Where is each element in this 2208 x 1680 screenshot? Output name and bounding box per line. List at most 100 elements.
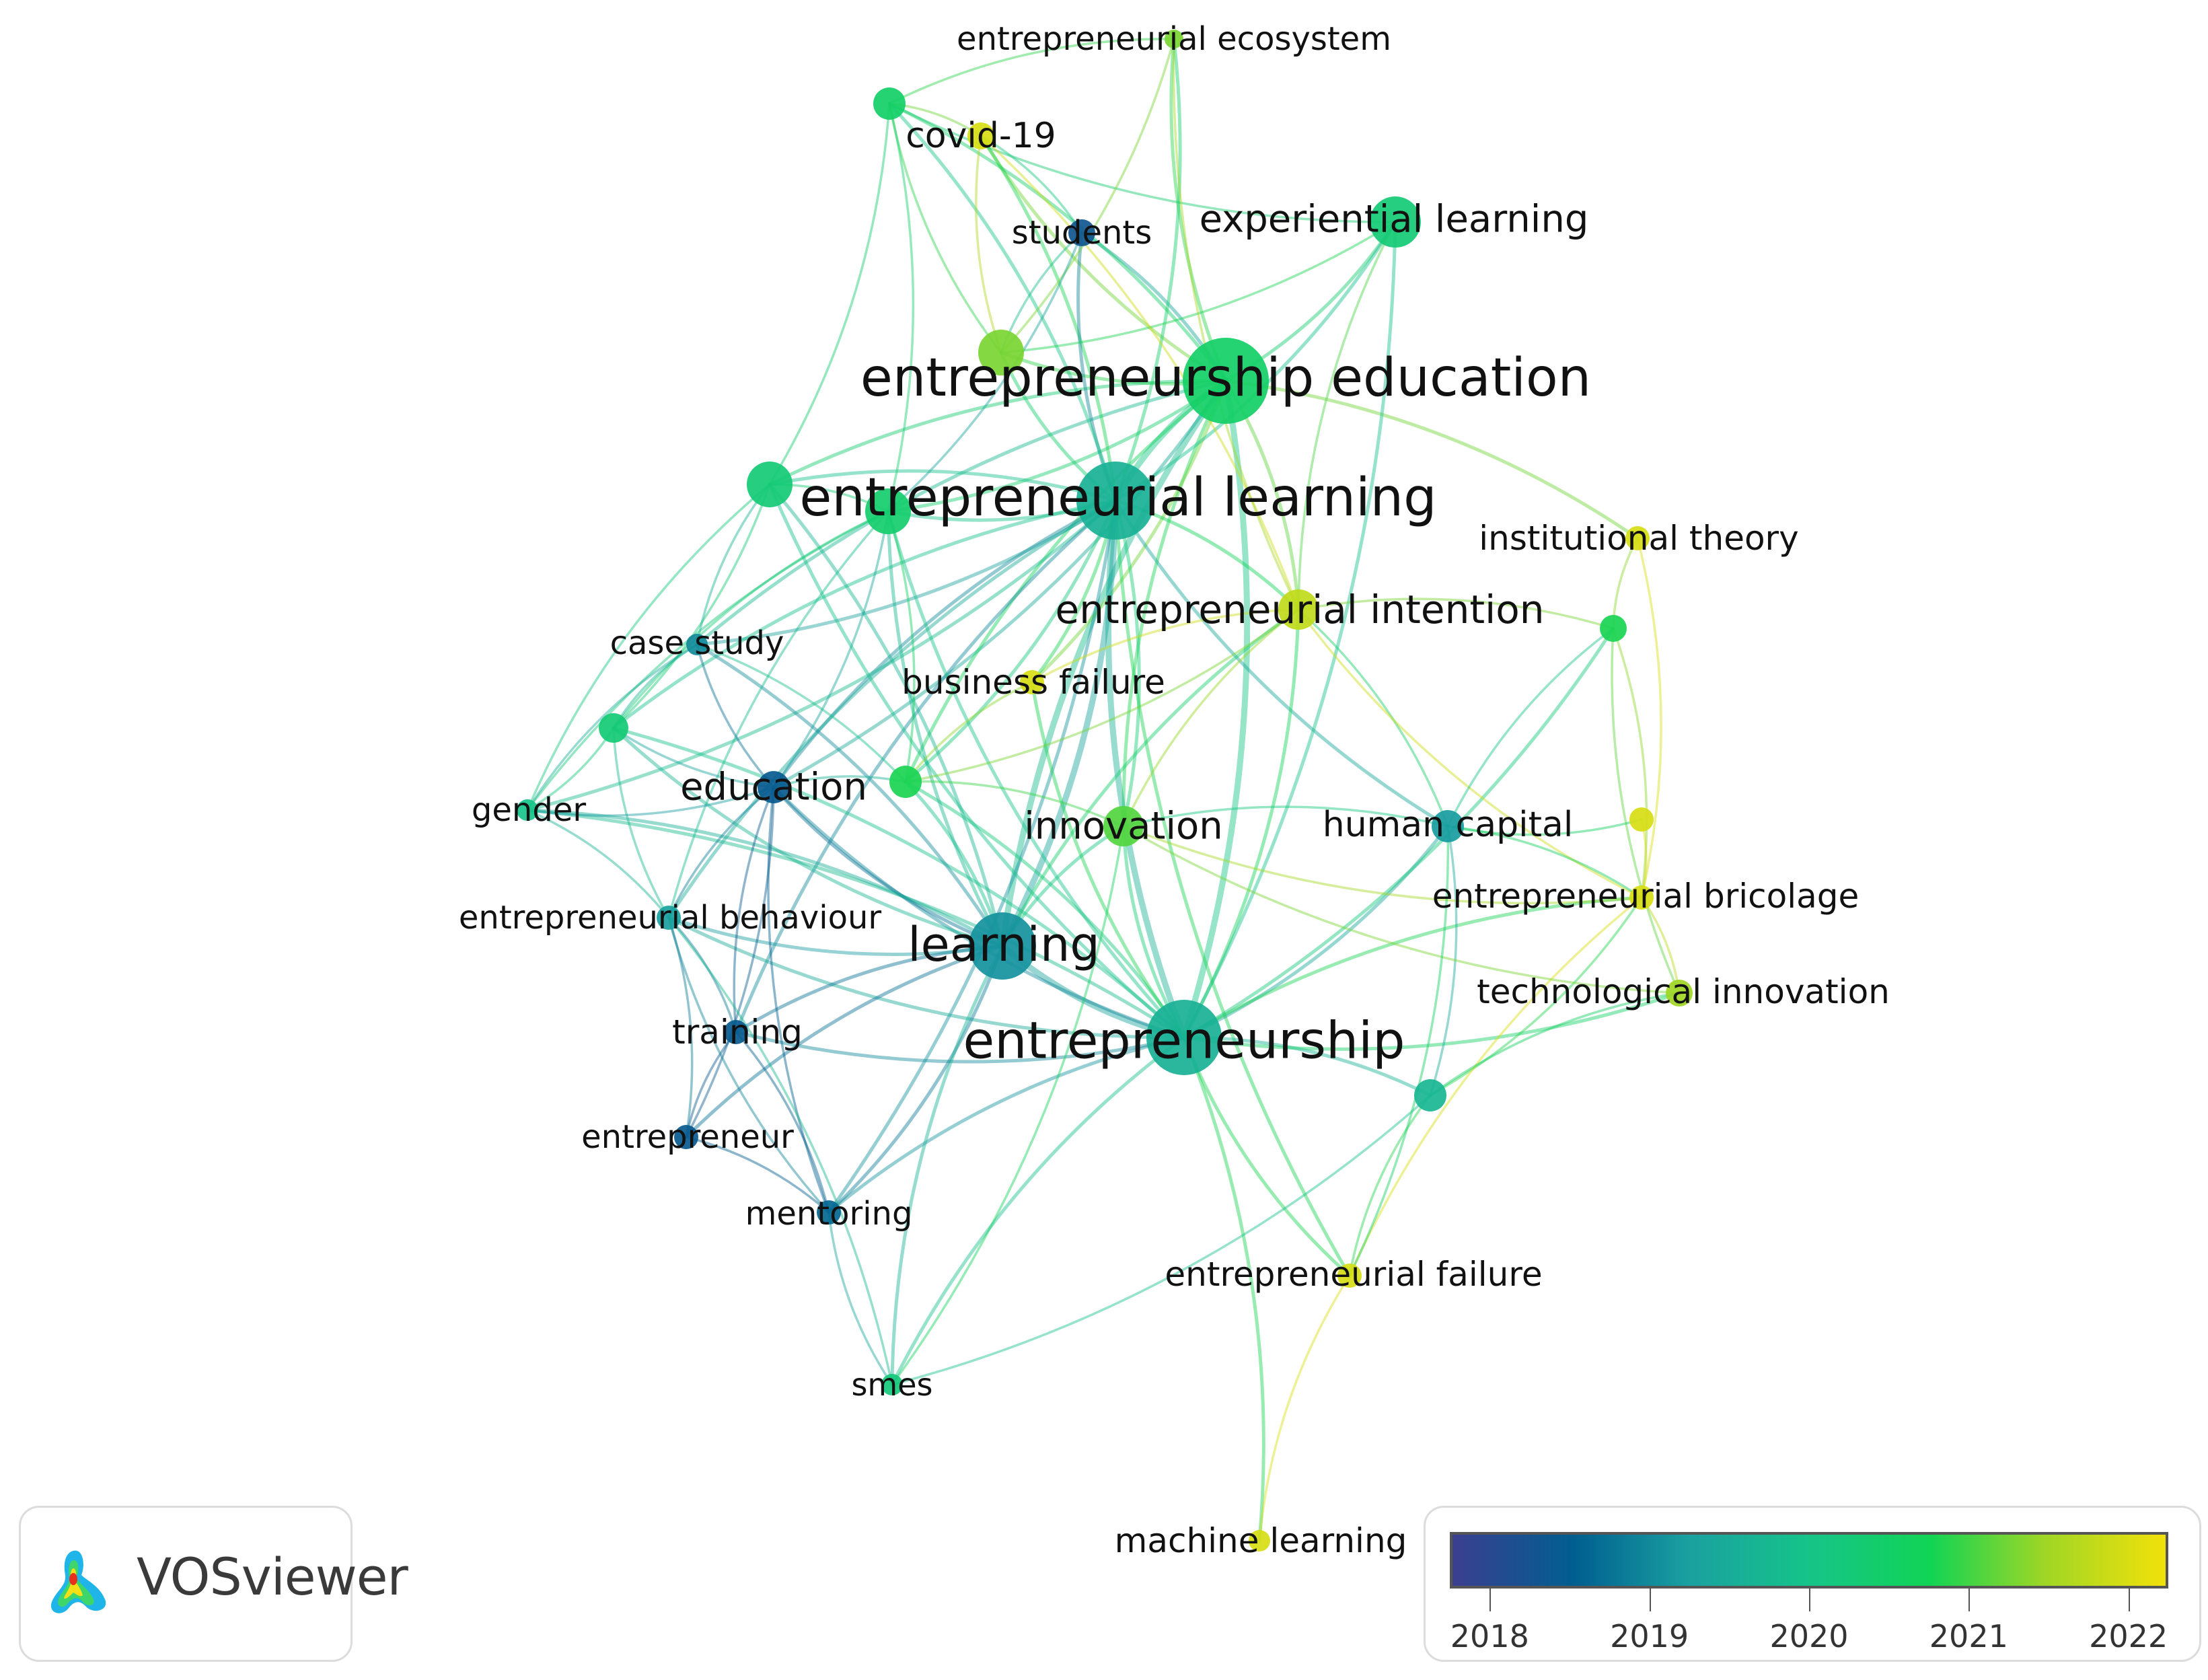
edge-ent_ecosystem-unlab_lime (1000, 38, 1175, 354)
node-unlab-right[interactable] (1600, 615, 1627, 642)
edge-human_capital-innovation (1122, 805, 1449, 828)
label-ent-ecosystem[interactable]: entrepreneurial ecosystem (957, 20, 1391, 58)
edge-entrepreneurship-human_capital (1182, 824, 1450, 1039)
edge-innovation-smes (891, 825, 1125, 1386)
label-students[interactable]: students (1012, 214, 1152, 252)
node-unlab-mid-left[interactable] (599, 713, 628, 743)
edge-ent_learning-case_study (695, 499, 1117, 647)
edge-entrepreneurship-gender (525, 808, 1186, 1039)
node-ent-bricolage[interactable] (1629, 885, 1654, 910)
edge-ent_education-unlab_el_left (886, 379, 1228, 513)
node-mentoring[interactable] (817, 1200, 841, 1225)
node-education[interactable] (758, 771, 790, 803)
edge-ent_learning-training (734, 499, 1117, 1034)
edge-ent_learning-human_capital (1113, 499, 1450, 828)
label-education[interactable]: education (680, 766, 867, 809)
node-human-capital[interactable] (1432, 810, 1464, 842)
node-unlab-teal[interactable] (1414, 1079, 1446, 1111)
node-entrepreneur[interactable] (674, 1125, 698, 1149)
edge-ent_learning-unlab_left (768, 469, 1117, 503)
edge-learning-unlab_left (768, 482, 1004, 948)
node-institutional[interactable] (1625, 526, 1650, 550)
label-human-capital[interactable]: human capital (1323, 805, 1574, 845)
legend-tick-2018 (1489, 1588, 1492, 1611)
edge-covid-students (980, 135, 1083, 234)
node-unlab-top[interactable] (873, 87, 906, 120)
label-ent-learning[interactable]: entrepreneurial learning (799, 468, 1436, 528)
node-experiential[interactable] (1370, 196, 1421, 248)
edge-ent_education-unlab_left (768, 379, 1228, 486)
label-ent-failure[interactable]: entrepreneurial failure (1165, 1255, 1542, 1294)
node-ent-behaviour[interactable] (657, 906, 681, 930)
node-unlab-center[interactable] (889, 766, 922, 798)
node-tech-innovation[interactable] (1666, 980, 1693, 1007)
node-unlab-el-left[interactable] (865, 488, 911, 534)
node-case-study[interactable] (686, 634, 708, 655)
node-training[interactable] (724, 1020, 748, 1044)
edge-entrepreneurship-ent_intention (1182, 608, 1300, 1039)
edge-ent_learning-gender (525, 499, 1117, 812)
label-machine-learning[interactable]: machine learning (1115, 1521, 1407, 1560)
node-machine-learning[interactable] (1249, 1530, 1270, 1551)
edge-entrepreneurship-mentoring (827, 1035, 1186, 1214)
node-ent-education[interactable] (1183, 338, 1269, 424)
label-entrepreneur[interactable]: entrepreneur (581, 1118, 794, 1156)
edge-mentoring-smes (827, 1211, 893, 1386)
edge-entrepreneurship-unlab_center (904, 780, 1186, 1039)
node-ent-intention[interactable] (1278, 589, 1319, 630)
label-gender[interactable]: gender (472, 791, 586, 829)
edge-ent_learning-ent_failure (1113, 499, 1352, 1278)
edge-unlab_el_left-education (772, 510, 889, 789)
node-innovation[interactable] (1103, 806, 1144, 846)
edge-ent_education-case_study (695, 379, 1228, 647)
label-ent-behaviour[interactable]: entrepreneurial behaviour (459, 899, 881, 937)
edge-unlab_el_left-unlab_mid_left (612, 510, 889, 729)
node-unlab-left[interactable] (747, 462, 793, 507)
label-innovation[interactable]: innovation (1024, 805, 1223, 848)
edge-training-mentoring (735, 1031, 830, 1214)
label-case-study[interactable]: case study (610, 624, 784, 662)
label-learning[interactable]: learning (908, 917, 1100, 972)
edge-learning-gender (525, 808, 1004, 948)
node-students[interactable] (1068, 219, 1095, 246)
edge-education-unlab_center (772, 775, 907, 789)
edge-ent_learning-mentoring (827, 499, 1117, 1214)
edge-entrepreneurship-experiential (1182, 220, 1397, 1039)
node-covid[interactable] (967, 122, 994, 149)
node-learning[interactable] (969, 912, 1036, 980)
node-unlab-lime[interactable] (978, 330, 1024, 375)
label-smes[interactable]: smes (851, 1366, 932, 1403)
edge-entrepreneur-mentoring (685, 1136, 830, 1214)
node-ent-ecosystem[interactable] (1165, 30, 1183, 48)
label-business-failure[interactable]: business failure (901, 663, 1165, 702)
edge-ent_intention-unlab_center (904, 608, 1300, 783)
label-ent-bricolage[interactable]: entrepreneurial bricolage (1432, 877, 1860, 916)
edge-unlab_teal-smes (891, 1094, 1432, 1386)
edge-learning-case_study (695, 643, 1004, 948)
edge-unlab_right-human_capital (1446, 627, 1615, 828)
label-institutional[interactable]: institutional theory (1479, 519, 1798, 558)
label-tech-innovation[interactable]: technological innovation (1477, 972, 1890, 1011)
node-ent-learning[interactable] (1076, 462, 1154, 540)
label-ent-intention[interactable]: entrepreneurial intention (1056, 587, 1545, 632)
label-covid[interactable]: covid-19 (906, 116, 1056, 156)
label-training[interactable]: training (672, 1013, 803, 1052)
edge-unlab_right-tech_innovation (1611, 627, 1681, 994)
node-ent-failure[interactable] (1337, 1264, 1362, 1288)
label-experiential[interactable]: experiential learning (1200, 198, 1589, 242)
node-unlab-yellow[interactable] (1629, 807, 1654, 832)
label-mentoring[interactable]: mentoring (745, 1195, 913, 1233)
node-gender[interactable] (517, 799, 538, 821)
label-layer: entrepreneurial ecosystem covid-19 student… (459, 20, 1890, 1560)
edge-institutional-ent_bricolage (1636, 537, 1662, 899)
edge-innovation-unlab_center (904, 780, 1125, 828)
node-entrepreneurship[interactable] (1146, 1000, 1222, 1075)
edge-learning-mentoring (827, 944, 1004, 1214)
label-ent-education[interactable]: entrepreneurship education (860, 348, 1591, 408)
edge-ent_learning-entrepreneurship (1105, 497, 1187, 1041)
node-smes[interactable] (881, 1374, 903, 1395)
label-entrepreneurship[interactable]: entrepreneurship (963, 1011, 1405, 1070)
node-business-failure[interactable] (1020, 670, 1044, 694)
